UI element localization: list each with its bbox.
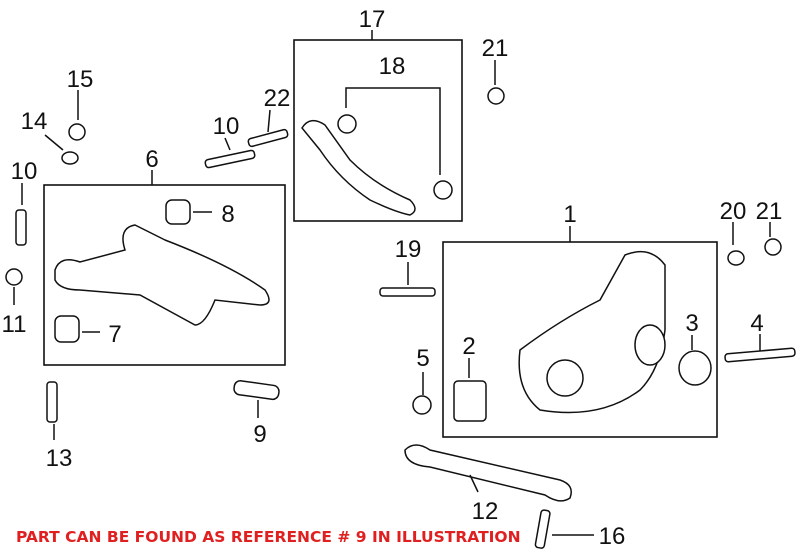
callout-19: 19	[395, 236, 422, 263]
callout-15: 15	[67, 66, 94, 93]
upper-control-arm	[301, 87, 453, 216]
group-box-17	[293, 39, 463, 222]
callout-12: 12	[472, 498, 499, 525]
reference-note: PART CAN BE FOUND AS REFERENCE # 9 IN IL…	[16, 528, 521, 546]
callout-14: 14	[21, 108, 48, 135]
callout-9: 9	[253, 421, 266, 448]
callout-13: 13	[46, 445, 73, 472]
callout-3: 3	[685, 310, 698, 337]
callout-18: 18	[379, 53, 406, 80]
callout-5: 5	[416, 345, 429, 372]
callout-20: 20	[720, 198, 747, 225]
callout-16: 16	[599, 523, 626, 550]
callout-7: 7	[108, 321, 121, 348]
callout-2: 2	[462, 333, 475, 360]
callout-1: 1	[563, 201, 576, 228]
callout-6: 6	[145, 146, 158, 173]
lower-control-arm	[54, 199, 270, 343]
callout-11: 11	[2, 311, 27, 338]
group-box-1	[442, 241, 718, 438]
group-box-6	[43, 184, 286, 366]
callout-4: 4	[750, 310, 763, 337]
callout-10: 10	[11, 158, 38, 185]
callout-10: 10	[213, 113, 240, 140]
callout-8: 8	[221, 201, 234, 228]
callout-22: 22	[264, 85, 291, 112]
steering-knuckle	[453, 250, 712, 422]
callout-21: 21	[756, 198, 783, 225]
callout-17: 17	[359, 6, 386, 33]
fasteners	[5, 60, 796, 549]
callout-21: 21	[482, 35, 509, 62]
